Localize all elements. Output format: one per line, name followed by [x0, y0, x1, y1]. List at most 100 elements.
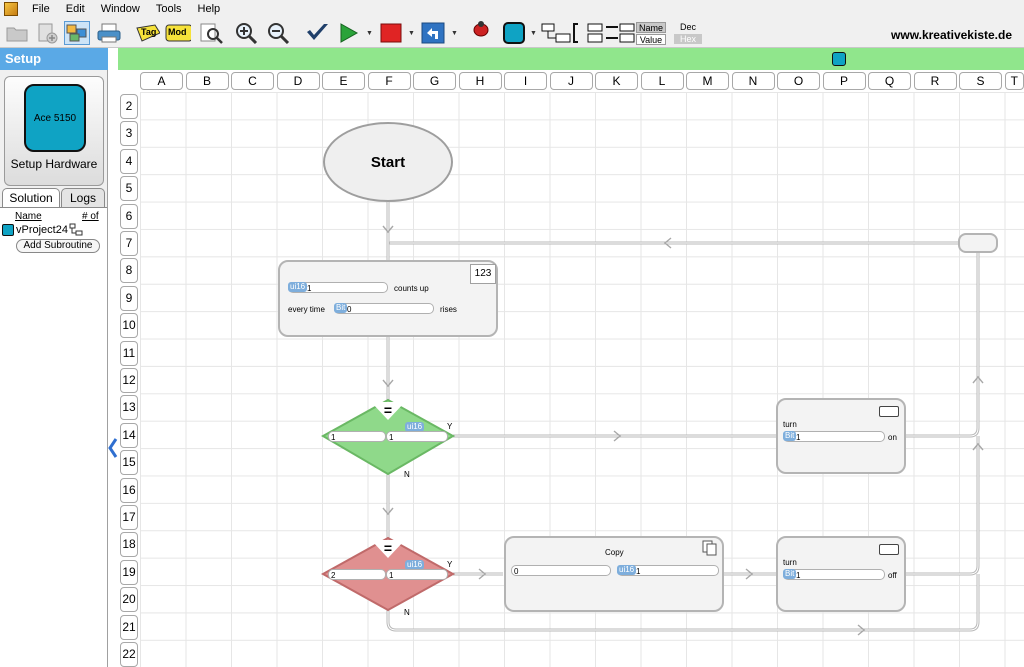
search-page-icon[interactable]: [198, 21, 224, 45]
row-header[interactable]: 7: [120, 231, 138, 256]
row-header[interactable]: 4: [120, 148, 138, 174]
column-header[interactable]: F: [367, 72, 411, 90]
counter-value: 1: [307, 284, 312, 293]
row-header[interactable]: 12: [120, 368, 138, 393]
compare2-left-field[interactable]: [328, 569, 386, 580]
column-header[interactable]: J: [549, 72, 593, 90]
row-header[interactable]: 14: [120, 422, 138, 448]
row-header[interactable]: 19: [120, 559, 138, 585]
row-header[interactable]: 18: [120, 532, 138, 558]
row-header[interactable]: 11: [120, 340, 138, 366]
column-header[interactable]: O: [777, 72, 820, 90]
column-header[interactable]: K: [595, 72, 638, 90]
subroutine-b-icon[interactable]: [572, 21, 604, 45]
zoom-out-icon[interactable]: [266, 21, 292, 45]
stop-dropdown-icon[interactable]: ▼: [408, 30, 415, 37]
back-icon[interactable]: [420, 21, 446, 45]
column-header[interactable]: I: [504, 72, 547, 90]
tab-logs[interactable]: Logs: [61, 188, 105, 207]
print-icon[interactable]: [96, 21, 122, 45]
turn-on-block[interactable]: turn Bit 1 on: [776, 398, 906, 474]
row-header[interactable]: 16: [120, 477, 138, 503]
value-toggle[interactable]: Value: [636, 34, 666, 45]
column-header[interactable]: B: [185, 72, 229, 90]
counter-block[interactable]: 123 ui16 1 counts up every time Bit 0 ri…: [278, 260, 498, 337]
column-header[interactable]: P: [822, 72, 866, 90]
row-header[interactable]: 2: [120, 94, 138, 119]
row-header[interactable]: 5: [120, 176, 138, 202]
subroutine-c-icon[interactable]: [604, 21, 636, 45]
loop-connector[interactable]: [958, 233, 998, 253]
row-header[interactable]: 3: [120, 121, 138, 147]
collapse-panel-icon[interactable]: [108, 437, 118, 459]
arrow-up-1: [972, 375, 984, 384]
panel-tabs: Solution Logs: [0, 188, 108, 208]
hex-toggle[interactable]: Hex: [674, 34, 702, 44]
debug-on-icon[interactable]: [468, 21, 494, 37]
column-header[interactable]: Q: [868, 72, 911, 90]
solution-pane: Name # of vProject24 Add Subroutine: [0, 207, 107, 667]
row-header[interactable]: 6: [120, 203, 138, 229]
subroutine-tree-icon[interactable]: [69, 223, 83, 237]
row-header[interactable]: 8: [120, 258, 138, 284]
row-header[interactable]: 20: [120, 587, 138, 613]
hardware-icon[interactable]: [501, 21, 527, 45]
column-header[interactable]: C: [231, 72, 274, 90]
column-header[interactable]: H: [458, 72, 502, 90]
open-folder-icon[interactable]: [4, 21, 30, 45]
run-dropdown-icon[interactable]: ▼: [366, 30, 373, 37]
checkmark-icon[interactable]: [304, 21, 330, 45]
subroutine-a-icon[interactable]: [540, 21, 572, 45]
hardware-status-icon[interactable]: [832, 52, 846, 66]
hardware-dropdown-icon[interactable]: ▼: [530, 30, 537, 37]
column-header[interactable]: R: [913, 72, 957, 90]
column-header[interactable]: S: [959, 72, 1002, 90]
row-header[interactable]: 9: [120, 285, 138, 311]
menu-window[interactable]: Window: [100, 3, 140, 15]
copy-block[interactable]: Copy 0 ui16 1: [504, 536, 724, 612]
name-toggle[interactable]: Name: [636, 22, 666, 33]
setup-hardware-button[interactable]: Ace 5150 Setup Hardware: [4, 76, 104, 186]
column-count-header[interactable]: # of: [82, 211, 99, 222]
column-header[interactable]: G: [413, 72, 456, 90]
run-icon[interactable]: [336, 21, 362, 45]
new-file-icon[interactable]: [34, 21, 60, 45]
column-header[interactable]: E: [322, 72, 365, 90]
tag-icon[interactable]: Tag: [134, 21, 160, 45]
row-header[interactable]: 10: [120, 313, 138, 339]
compare2-right-field[interactable]: [386, 569, 448, 580]
copy-icon: [697, 540, 723, 560]
project-icon[interactable]: [64, 21, 90, 45]
row-header[interactable]: 21: [120, 614, 138, 640]
back-dropdown-icon[interactable]: ▼: [451, 30, 458, 37]
column-header[interactable]: D: [276, 72, 320, 90]
menu-edit[interactable]: Edit: [65, 3, 85, 15]
column-header[interactable]: A: [140, 72, 183, 90]
compare1-left-field[interactable]: [328, 431, 386, 442]
project-name[interactable]: vProject24: [16, 224, 68, 236]
column-name-header[interactable]: Name: [15, 211, 42, 222]
column-header[interactable]: M: [686, 72, 729, 90]
turn-off-block[interactable]: turn Bit 1 off: [776, 536, 906, 612]
mod-icon[interactable]: Mod: [165, 21, 191, 45]
row-header[interactable]: 15: [120, 450, 138, 476]
tab-solution[interactable]: Solution: [2, 188, 60, 208]
menu-file[interactable]: File: [32, 3, 50, 15]
row-header[interactable]: 13: [120, 395, 138, 421]
column-header[interactable]: N: [731, 72, 775, 90]
every-time-label: every time: [288, 305, 325, 314]
wire-turnon-loop: [906, 253, 980, 438]
menu-tools[interactable]: Tools: [155, 3, 182, 15]
stop-icon[interactable]: [378, 21, 404, 45]
start-block[interactable]: Start: [323, 122, 453, 202]
compare1-right-field[interactable]: [386, 431, 448, 442]
copy-source-field[interactable]: [511, 565, 611, 576]
row-header[interactable]: 17: [120, 505, 138, 530]
dec-toggle[interactable]: Dec: [679, 22, 696, 32]
column-header[interactable]: L: [640, 72, 684, 90]
add-subroutine-button[interactable]: Add Subroutine: [16, 239, 100, 253]
menu-help[interactable]: Help: [197, 3, 221, 15]
zoom-in-icon[interactable]: [234, 21, 260, 45]
compare1-yes-label: Y: [447, 422, 453, 431]
